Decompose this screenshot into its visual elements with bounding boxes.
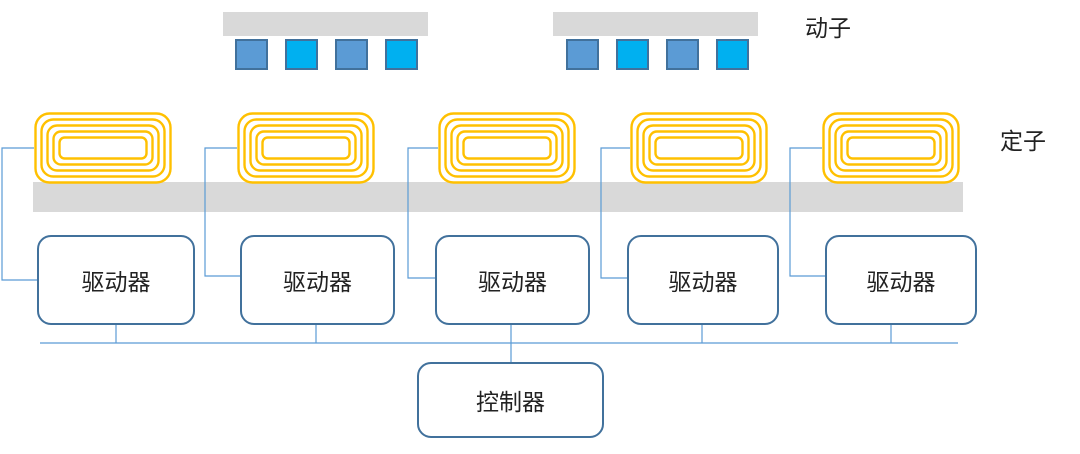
- magnet-block-icon: [335, 39, 368, 70]
- coil-icon: [438, 112, 576, 184]
- driver-box-3: 驱动器: [435, 235, 590, 325]
- coil-icon: [630, 112, 768, 184]
- coil-icon: [34, 112, 172, 184]
- magnet-block-icon: [566, 39, 599, 70]
- mover-bar-right: [553, 12, 758, 36]
- driver-box-5: 驱动器: [825, 235, 977, 325]
- magnet-block-icon: [666, 39, 699, 70]
- stator-bar: [33, 182, 963, 212]
- driver-box-2: 驱动器: [240, 235, 395, 325]
- magnet-block-icon: [716, 39, 749, 70]
- magnet-block-icon: [285, 39, 318, 70]
- stator-label: 定子: [1000, 129, 1046, 155]
- magnet-block-icon: [385, 39, 418, 70]
- mover-label: 动子: [805, 16, 851, 42]
- stator-coils: [34, 112, 960, 184]
- control-bus: [40, 324, 958, 362]
- coil-icon: [237, 112, 375, 184]
- mover-bar-left: [223, 12, 428, 36]
- magnet-block-icon: [235, 39, 268, 70]
- magnet-block-icon: [616, 39, 649, 70]
- controller-box: 控制器: [417, 362, 604, 438]
- driver-box-4: 驱动器: [627, 235, 779, 325]
- coil-driver-wires: [1, 147, 825, 281]
- driver-box-1: 驱动器: [37, 235, 195, 325]
- coil-icon: [822, 112, 960, 184]
